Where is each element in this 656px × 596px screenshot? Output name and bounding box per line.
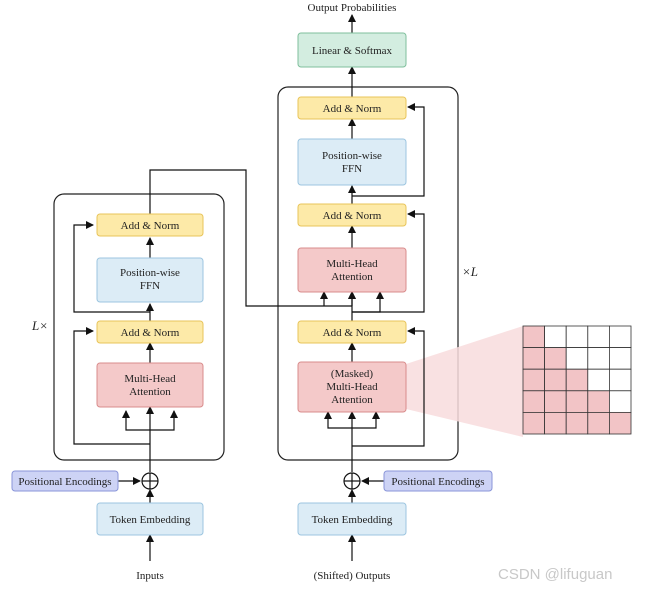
svg-text:Attention: Attention bbox=[331, 271, 373, 283]
mask-cell bbox=[565, 347, 589, 370]
svg-text:Multi-Head: Multi-Head bbox=[124, 373, 176, 385]
mask-cell bbox=[544, 390, 567, 413]
encoder-ffn: Position-wise FFN bbox=[96, 257, 204, 303]
decoder-layer-frame bbox=[277, 86, 459, 461]
mask-cell bbox=[609, 411, 632, 435]
svg-text:Positional Encodings: Positional Encodings bbox=[18, 476, 111, 488]
encoder-token-embedding: Token Embedding bbox=[96, 502, 204, 536]
mask-cell bbox=[587, 390, 610, 413]
decoder-linear-softmax: Linear & Softmax bbox=[297, 32, 407, 68]
decoder-cross-attention: Multi-Head Attention bbox=[297, 247, 407, 293]
encoder-positional-encodings: Positional Encodings bbox=[11, 470, 119, 492]
encoder-inputs-label: Inputs bbox=[136, 570, 164, 582]
mask-cell bbox=[565, 390, 589, 413]
mask-cell bbox=[522, 325, 546, 349]
mask-cell bbox=[565, 368, 589, 392]
mask-projection bbox=[406, 326, 523, 437]
svg-text:Add & Norm: Add & Norm bbox=[121, 327, 180, 339]
encoder-add-norm-top: Add & Norm bbox=[96, 213, 204, 237]
decoder-repeat-label: ×L bbox=[462, 264, 478, 279]
svg-text:Add & Norm: Add & Norm bbox=[323, 210, 382, 222]
decoder-masked-attention: (Masked) Multi-Head Attention bbox=[297, 361, 407, 413]
encoder-plus-node bbox=[141, 472, 159, 490]
decoder-add-norm-bottom: Add & Norm bbox=[297, 320, 407, 344]
mask-cell bbox=[544, 347, 567, 370]
svg-text:Add & Norm: Add & Norm bbox=[323, 103, 382, 115]
svg-text:Attention: Attention bbox=[331, 394, 373, 406]
svg-text:Position-wise: Position-wise bbox=[120, 267, 180, 279]
decoder-add-norm-top: Add & Norm bbox=[297, 96, 407, 120]
mask-cell bbox=[609, 347, 632, 370]
svg-text:Add & Norm: Add & Norm bbox=[121, 220, 180, 232]
svg-text:Positional Encodings: Positional Encodings bbox=[391, 476, 484, 488]
encoder-layer-frame bbox=[53, 193, 225, 461]
mask-cell bbox=[609, 325, 632, 349]
svg-text:FFN: FFN bbox=[140, 280, 160, 292]
mask-grid bbox=[522, 325, 632, 435]
mask-cell bbox=[544, 411, 567, 435]
decoder-inputs-label: (Shifted) Outputs bbox=[314, 570, 391, 582]
svg-text:Add & Norm: Add & Norm bbox=[323, 327, 382, 339]
mask-cell bbox=[522, 390, 546, 413]
svg-text:Multi-Head: Multi-Head bbox=[326, 258, 378, 270]
mask-cell bbox=[609, 390, 632, 413]
mask-cell bbox=[544, 325, 567, 349]
output-probabilities-label: Output Probabilities bbox=[308, 2, 397, 14]
mask-cell bbox=[522, 347, 546, 370]
mask-cell bbox=[522, 411, 546, 435]
mask-cell bbox=[609, 368, 632, 392]
svg-text:Attention: Attention bbox=[129, 386, 171, 398]
decoder-token-embedding: Token Embedding bbox=[297, 502, 407, 536]
encoder-repeat-label: L× bbox=[31, 318, 48, 333]
mask-cell bbox=[544, 368, 567, 392]
svg-text:Linear & Softmax: Linear & Softmax bbox=[312, 45, 393, 57]
mask-cell bbox=[587, 368, 610, 392]
mask-cell bbox=[587, 411, 610, 435]
encoder-add-norm-bottom: Add & Norm bbox=[96, 320, 204, 344]
mask-cell bbox=[565, 411, 589, 435]
watermark: CSDN @lifuguan bbox=[498, 566, 613, 583]
svg-text:(Masked): (Masked) bbox=[331, 368, 373, 380]
mask-cell bbox=[565, 325, 589, 349]
decoder-arrows bbox=[324, 14, 425, 561]
svg-text:FFN: FFN bbox=[342, 163, 362, 175]
decoder-ffn: Position-wise FFN bbox=[297, 138, 407, 186]
mask-cell bbox=[587, 347, 610, 370]
decoder-add-norm-mid: Add & Norm bbox=[297, 203, 407, 227]
svg-text:Token Embedding: Token Embedding bbox=[312, 514, 393, 526]
mask-cell bbox=[587, 325, 610, 349]
svg-text:Token Embedding: Token Embedding bbox=[110, 514, 191, 526]
encoder-multi-head-attention: Multi-Head Attention bbox=[96, 362, 204, 408]
svg-text:Multi-Head: Multi-Head bbox=[326, 381, 378, 393]
mask-cell bbox=[522, 368, 546, 392]
decoder-plus-node bbox=[343, 472, 361, 490]
decoder-positional-encodings: Positional Encodings bbox=[383, 470, 493, 492]
svg-text:Position-wise: Position-wise bbox=[322, 150, 382, 162]
